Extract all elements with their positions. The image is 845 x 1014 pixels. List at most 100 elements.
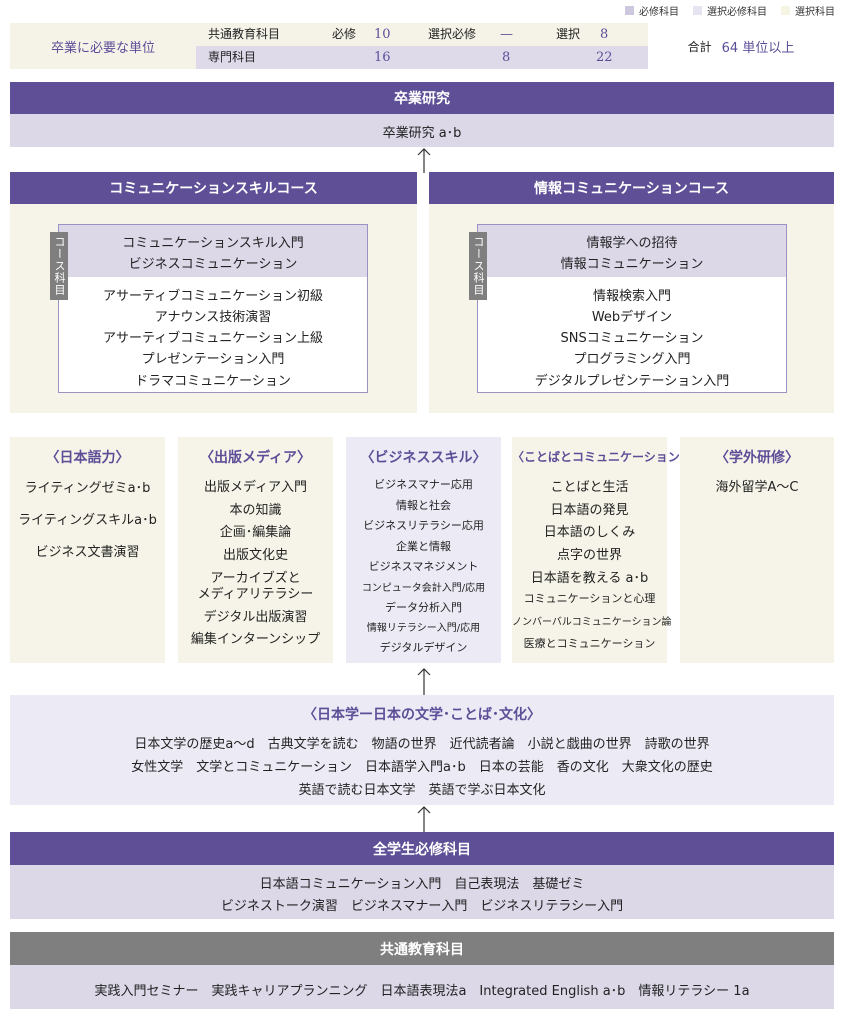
course-item: アサーティブコミュニケーション初級 <box>103 289 323 304</box>
all-required-line: ビジネストーク演習 ビジネスマナー入門 ビジネスリテラシー入門 <box>220 899 624 914</box>
all-required-line: 日本語コミュニケーション入門 自己表現法 基礎ゼミ <box>259 877 585 892</box>
all-required-header: 全学生必修科目 <box>10 832 834 865</box>
legend-item-elective: 選択科目 <box>781 3 835 18</box>
category-business-skills: 〈ビジネススキル〉 ビジネスマナー応用 情報と社会 ビジネスリテラシー応用 企業… <box>346 437 501 663</box>
course-subject-label: コース科目 <box>50 232 68 300</box>
required-value: 16 <box>374 50 391 65</box>
course-item: アナウンス技術演習 <box>154 310 272 325</box>
elective-required-value: — <box>500 27 513 42</box>
requirements-label: 卒業に必要な単位 <box>50 40 155 56</box>
common-education-header: 共通教育科目 <box>10 932 834 965</box>
total-label: 合計 <box>687 39 712 54</box>
comm-course-panel: コミュニケーションスキル入門 ビジネスコミュニケーション アサーティブコミュニケ… <box>10 204 417 413</box>
course-item: SNSコミュニケーション <box>560 331 704 346</box>
comm-core-courses: コミュニケーションスキル入門 ビジネスコミュニケーション <box>59 225 367 277</box>
course-item: データ分析入門 <box>385 601 462 614</box>
course-item: 編集インターンシップ <box>190 632 321 647</box>
common-education-line: 実践入門セミナー 実践キャリアプランニング 日本語表現法a Integrated… <box>94 984 750 999</box>
legend-item-elective-required: 選択必修科目 <box>693 3 767 18</box>
course-item: アサーティブコミュニケーション上級 <box>103 331 323 346</box>
course-item: 情報コミュニケーション <box>560 257 704 272</box>
category-title: 〈ことばとコミュニケーション〉 <box>512 450 692 464</box>
course-item: コミュニケーションスキル入門 <box>122 236 304 251</box>
course-item: ノンバーバルコミュニケーション論 <box>512 617 672 628</box>
category-name: 専門科目 <box>208 50 257 64</box>
course-item: プレゼンテーション入門 <box>141 352 285 367</box>
japanese-studies-line: 女性文学 文学とコミュニケーション 日本語学入門a･b 日本の芸能 香の文化 大… <box>131 760 713 775</box>
course-item: 海外留学A～C <box>715 480 799 495</box>
course-item: ドラマコミュニケーション <box>135 374 291 389</box>
info-core-courses: 情報学への招待 情報コミュニケーション <box>478 225 786 277</box>
elective-value: 22 <box>596 50 613 65</box>
category-title: 〈日本語力〉 <box>45 450 130 466</box>
course-item: 情報学への招待 <box>586 236 678 251</box>
japanese-studies-title: 〈日本学ー日本の文学･ことば･文化〉 <box>303 707 541 723</box>
course-item: ビジネスリテラシー応用 <box>363 519 484 532</box>
legend-label: 選択科目 <box>795 7 835 18</box>
legend-item-required: 必修科目 <box>625 3 679 18</box>
info-course-box: 情報学への招待 情報コミュニケーション 情報検索入門 Webデザイン SNSコミ… <box>477 224 787 393</box>
course-item: 情報検索入門 <box>592 289 671 304</box>
info-course-header: 情報コミュニケーションコース <box>429 172 834 204</box>
category-language-communication: 〈ことばとコミュニケーション〉 ことばと生活 日本語の発見 日本語のしくみ 点字… <box>512 437 692 663</box>
course-item: ビジネスマネジメント <box>368 560 479 573</box>
course-item: 企画･編集論 <box>219 525 292 540</box>
course-item: アーカイブズと <box>210 571 301 586</box>
legend-swatch-elective <box>781 6 790 15</box>
category-publishing-media: 〈出版メディア〉 出版メディア入門 本の知識 企画･編集論 出版文化史 アーカイ… <box>178 437 333 663</box>
category-title: 〈出版メディア〉 <box>199 450 312 466</box>
course-item: プログラミング入門 <box>573 352 691 367</box>
required-value: 10 <box>374 27 391 42</box>
comm-course-box: コミュニケーションスキル入門 ビジネスコミュニケーション アサーティブコミュニケ… <box>58 224 368 393</box>
col-elective-label: 選択 <box>556 27 581 41</box>
course-item: ビジネス文書演習 <box>35 545 140 560</box>
course-item: 日本語を教える a･b <box>530 571 649 586</box>
course-item: メディアリテラシー <box>197 587 314 602</box>
legend-swatch-required <box>625 6 634 15</box>
course-item: 点字の世界 <box>556 548 622 563</box>
course-item: デジタルデザイン <box>379 641 468 654</box>
category-title: 〈ビジネススキル〉 <box>360 450 487 466</box>
course-item: 本の知識 <box>229 503 282 518</box>
requirements-row: 専門科目 16 8 22 <box>196 46 648 69</box>
arrow-up-icon <box>417 805 431 832</box>
course-item: ライティングスキルa･b <box>18 513 157 528</box>
elective-value: 8 <box>600 27 609 42</box>
credit-requirements: 卒業に必要な単位 共通教育科目 必修 10 選択必修 — 選択 8 専門科目 1… <box>10 23 834 69</box>
col-required-label: 必修 <box>332 27 357 41</box>
category-off-campus-training: 〈学外研修〉 海外留学A～C <box>680 437 834 663</box>
course-item: 情報リテラシー入門/応用 <box>366 623 481 634</box>
legend-label: 必修科目 <box>639 7 679 18</box>
common-education-band: 実践入門セミナー 実践キャリアプランニング 日本語表現法a Integrated… <box>10 965 834 1009</box>
course-item: 日本語のしくみ <box>543 525 636 540</box>
course-item: 出版メディア入門 <box>203 480 308 495</box>
course-item: 出版文化史 <box>222 548 288 563</box>
course-item: デジタルプレゼンテーション入門 <box>534 374 730 389</box>
course-item: Webデザイン <box>591 310 673 325</box>
graduation-research-course: 卒業研究 a･b <box>382 126 462 141</box>
course-item: ライティングゼミa･b <box>24 481 151 496</box>
total-credits: 合計 64 単位以上 <box>648 23 834 69</box>
course-item: ことばと生活 <box>550 480 629 495</box>
course-item: ビジネスコミュニケーション <box>128 257 298 272</box>
course-item: コンピュータ会計入門/応用 <box>361 583 486 594</box>
course-item: 企業と情報 <box>396 540 451 553</box>
course-item: 医療とコミュニケーション <box>523 637 656 650</box>
requirements-row: 共通教育科目 必修 10 選択必修 — 選択 8 <box>196 23 648 46</box>
comm-course-header: コミュニケーションスキルコース <box>10 172 417 204</box>
graduation-research-header: 卒業研究 <box>10 82 834 114</box>
course-item: ビジネスマナー応用 <box>374 478 473 491</box>
legend-swatch-elective-required <box>693 6 702 15</box>
japanese-studies-line: 日本文学の歴史a～d 古典文学を読む 物語の世界 近代読者論 小説と戯曲の世界 … <box>134 737 710 752</box>
course-item: 情報と社会 <box>396 499 451 512</box>
course-item: コミュニケーションと心理 <box>523 592 656 605</box>
total-value: 64 単位以上 <box>721 40 795 56</box>
category-name: 共通教育科目 <box>208 27 281 41</box>
course-item: デジタル出版演習 <box>203 610 308 625</box>
legend-label: 選択必修科目 <box>707 7 767 18</box>
category-title: 〈学外研修〉 <box>715 450 799 466</box>
col-elective-required-label: 選択必修 <box>428 27 477 41</box>
info-course-panel: 情報学への招待 情報コミュニケーション 情報検索入門 Webデザイン SNSコミ… <box>429 204 834 413</box>
japanese-studies-panel: 〈日本学ー日本の文学･ことば･文化〉 日本文学の歴史a～d 古典文学を読む 物語… <box>10 695 834 805</box>
course-item: 日本語の発見 <box>550 503 629 518</box>
